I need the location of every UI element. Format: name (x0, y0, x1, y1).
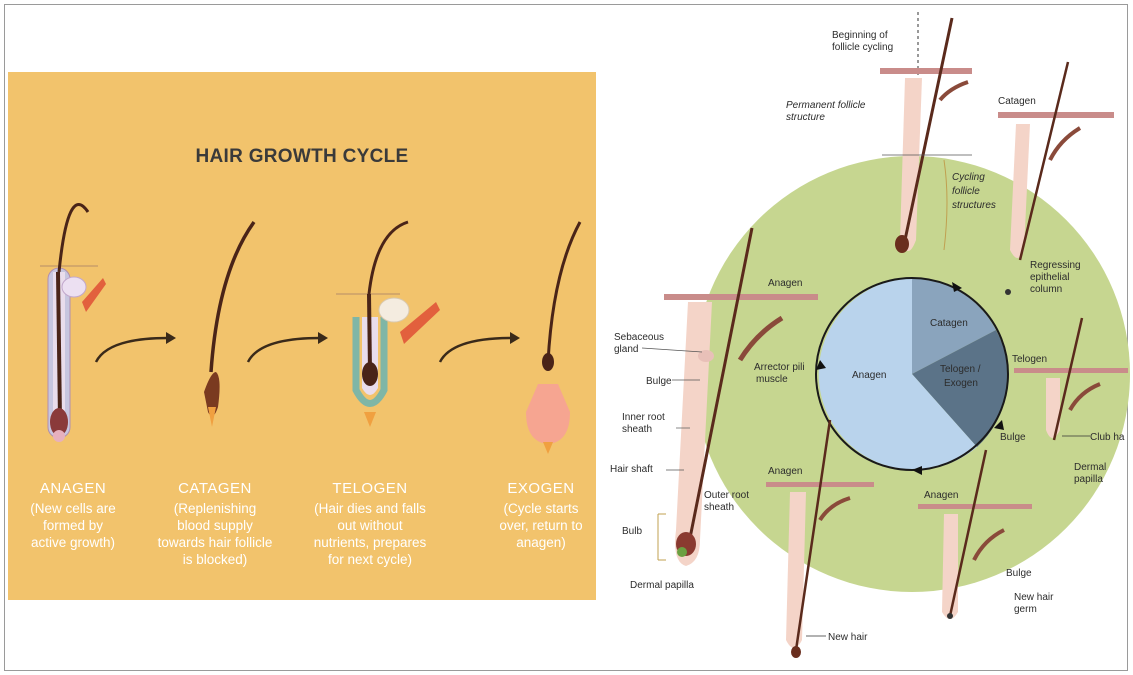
label-club-hair: Club ha (1090, 432, 1125, 443)
pie-label-anagen: Anagen (852, 370, 886, 381)
label-dermal-papilla-right-line-2: papilla (1074, 474, 1103, 485)
label-cycling-line-2: follicle (952, 186, 980, 197)
pie-label-telogen: Telogen / (940, 364, 981, 375)
label-bulge-telogen: Bulge (1000, 432, 1026, 443)
label-sebaceous-line-2: gland (614, 344, 638, 355)
label-arrector-line-1: Arrector pili (754, 362, 805, 373)
label-cycling-line-1: Cycling (952, 172, 985, 183)
label-bulge-bottom-right: Bulge (1006, 568, 1032, 579)
label-permanent-line-1: Permanent follicle (786, 100, 866, 111)
label-inner-root-line-2: sheath (622, 424, 652, 435)
label-new-hair-germ-line-2: germ (1014, 604, 1037, 615)
label-bulb: Bulb (622, 526, 642, 537)
label-arrector-line-2: muscle (756, 374, 788, 385)
label-sebaceous-line-1: Sebaceous (614, 332, 664, 343)
label-bulge-left: Bulge (646, 376, 672, 387)
pie-label-catagen: Catagen (930, 318, 968, 329)
label-anagen-bottom: Anagen (768, 466, 802, 477)
label-outer-root-line-1: Outer root (704, 490, 749, 501)
label-outer-root-line-2: sheath (704, 502, 734, 513)
label-regressing-line-2: epithelial (1030, 272, 1069, 283)
label-dermal-papilla-bottom: Dermal papilla (630, 580, 694, 591)
pie-label-exogen: Exogen (944, 378, 978, 389)
label-permanent-line-2: structure (786, 112, 825, 123)
label-regressing-line-1: Regressing (1030, 260, 1081, 271)
label-dermal-papilla-right-line-1: Dermal (1074, 462, 1106, 473)
label-anagen-bottom-right: Anagen (924, 490, 958, 501)
label-hair-shaft: Hair shaft (610, 464, 653, 475)
label-catagen-top: Catagen (998, 96, 1036, 107)
label-beginning-line-2: follicle cycling (832, 42, 893, 53)
label-new-hair: New hair (828, 632, 868, 643)
label-telogen: Telogen (1012, 354, 1047, 365)
label-beginning-line-1: Beginning of (832, 30, 888, 41)
label-anagen-main: Anagen (768, 278, 802, 289)
label-inner-root-line-1: Inner root (622, 412, 665, 423)
label-regressing-line-3: column (1030, 284, 1062, 295)
label-new-hair-germ-line-1: New hair (1014, 592, 1054, 603)
label-cycling-line-3: structures (952, 200, 996, 211)
